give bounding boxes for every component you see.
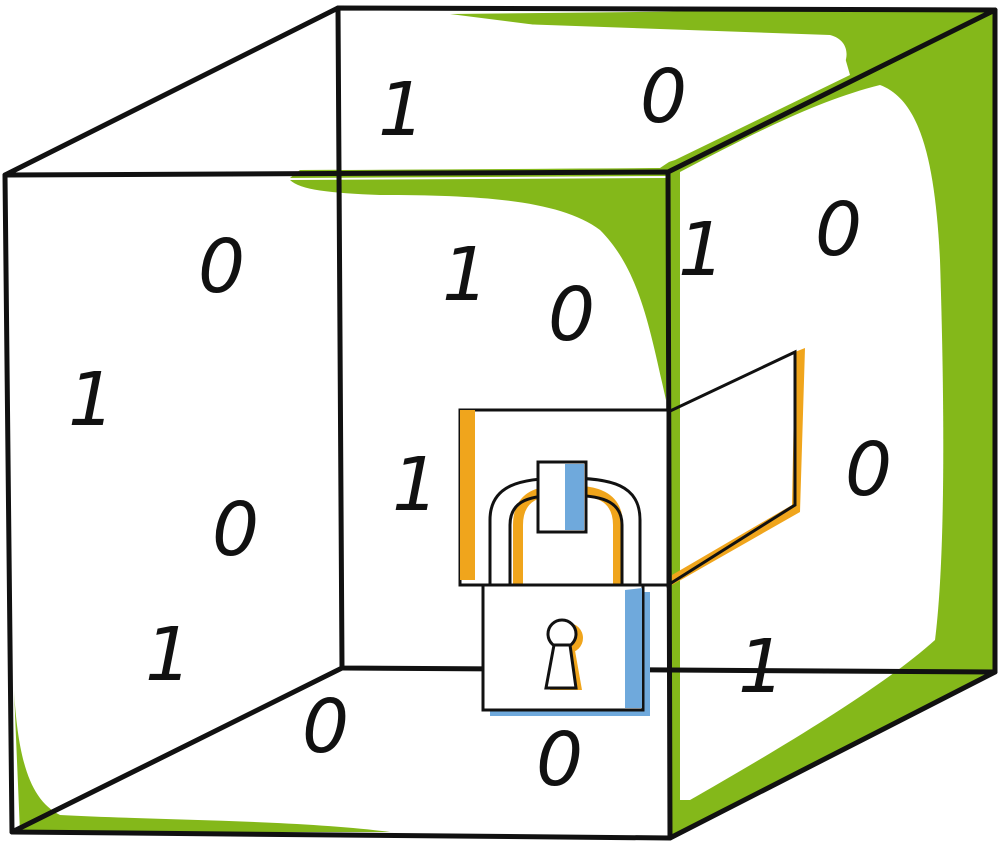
digit: 0: [640, 54, 687, 140]
green-bottom-left-fill: [14, 690, 390, 832]
digit: 0: [302, 684, 349, 770]
keyhole-icon: [544, 618, 583, 690]
digit: 1: [678, 207, 725, 293]
digit: 1: [392, 442, 439, 528]
digit: 1: [378, 67, 425, 153]
digit: 0: [212, 487, 259, 573]
digit: 1: [68, 357, 115, 443]
white-back-top-blob: [340, 20, 847, 170]
digit: 1: [738, 624, 785, 710]
digit: 0: [845, 427, 892, 513]
digit: 0: [198, 224, 245, 310]
digit: 0: [548, 272, 595, 358]
digit: 1: [442, 232, 489, 318]
lock-body-blue-side: [625, 588, 642, 708]
digit: 1: [145, 612, 192, 698]
digit: 0: [815, 187, 862, 273]
edge-top-left: [2, 5, 341, 178]
shackle-panel-orange: [460, 410, 475, 580]
shackle-clip-blue: [565, 464, 584, 530]
lock-flap-orange: [672, 348, 805, 585]
edge-top-right: [665, 7, 998, 175]
edge-bottom-right: [667, 669, 998, 841]
edge-bottom-left: [9, 665, 345, 835]
green-back-corner-fill: [290, 178, 668, 400]
white-right-face-blob: [680, 85, 944, 800]
digit: 0: [536, 717, 583, 803]
